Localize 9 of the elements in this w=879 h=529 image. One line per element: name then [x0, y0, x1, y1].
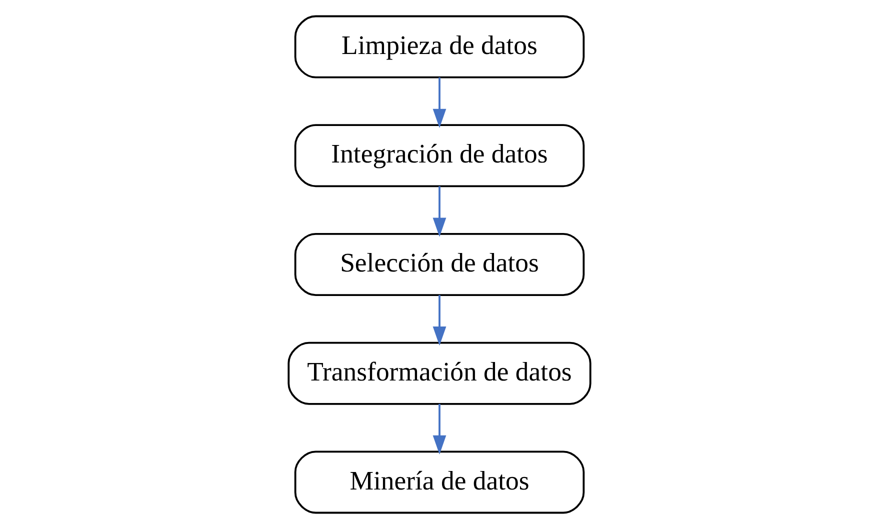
node-box: Transformación de datos	[288, 342, 592, 405]
arrow	[432, 295, 446, 346]
node-box: Selección de datos	[294, 232, 585, 296]
node-box: Minería de datos	[294, 450, 585, 514]
node-box: Limpieza de datos	[294, 15, 585, 78]
arrow	[432, 404, 446, 455]
node-box: Integración de datos	[294, 124, 585, 188]
arrow	[432, 186, 446, 237]
arrow	[432, 77, 446, 128]
